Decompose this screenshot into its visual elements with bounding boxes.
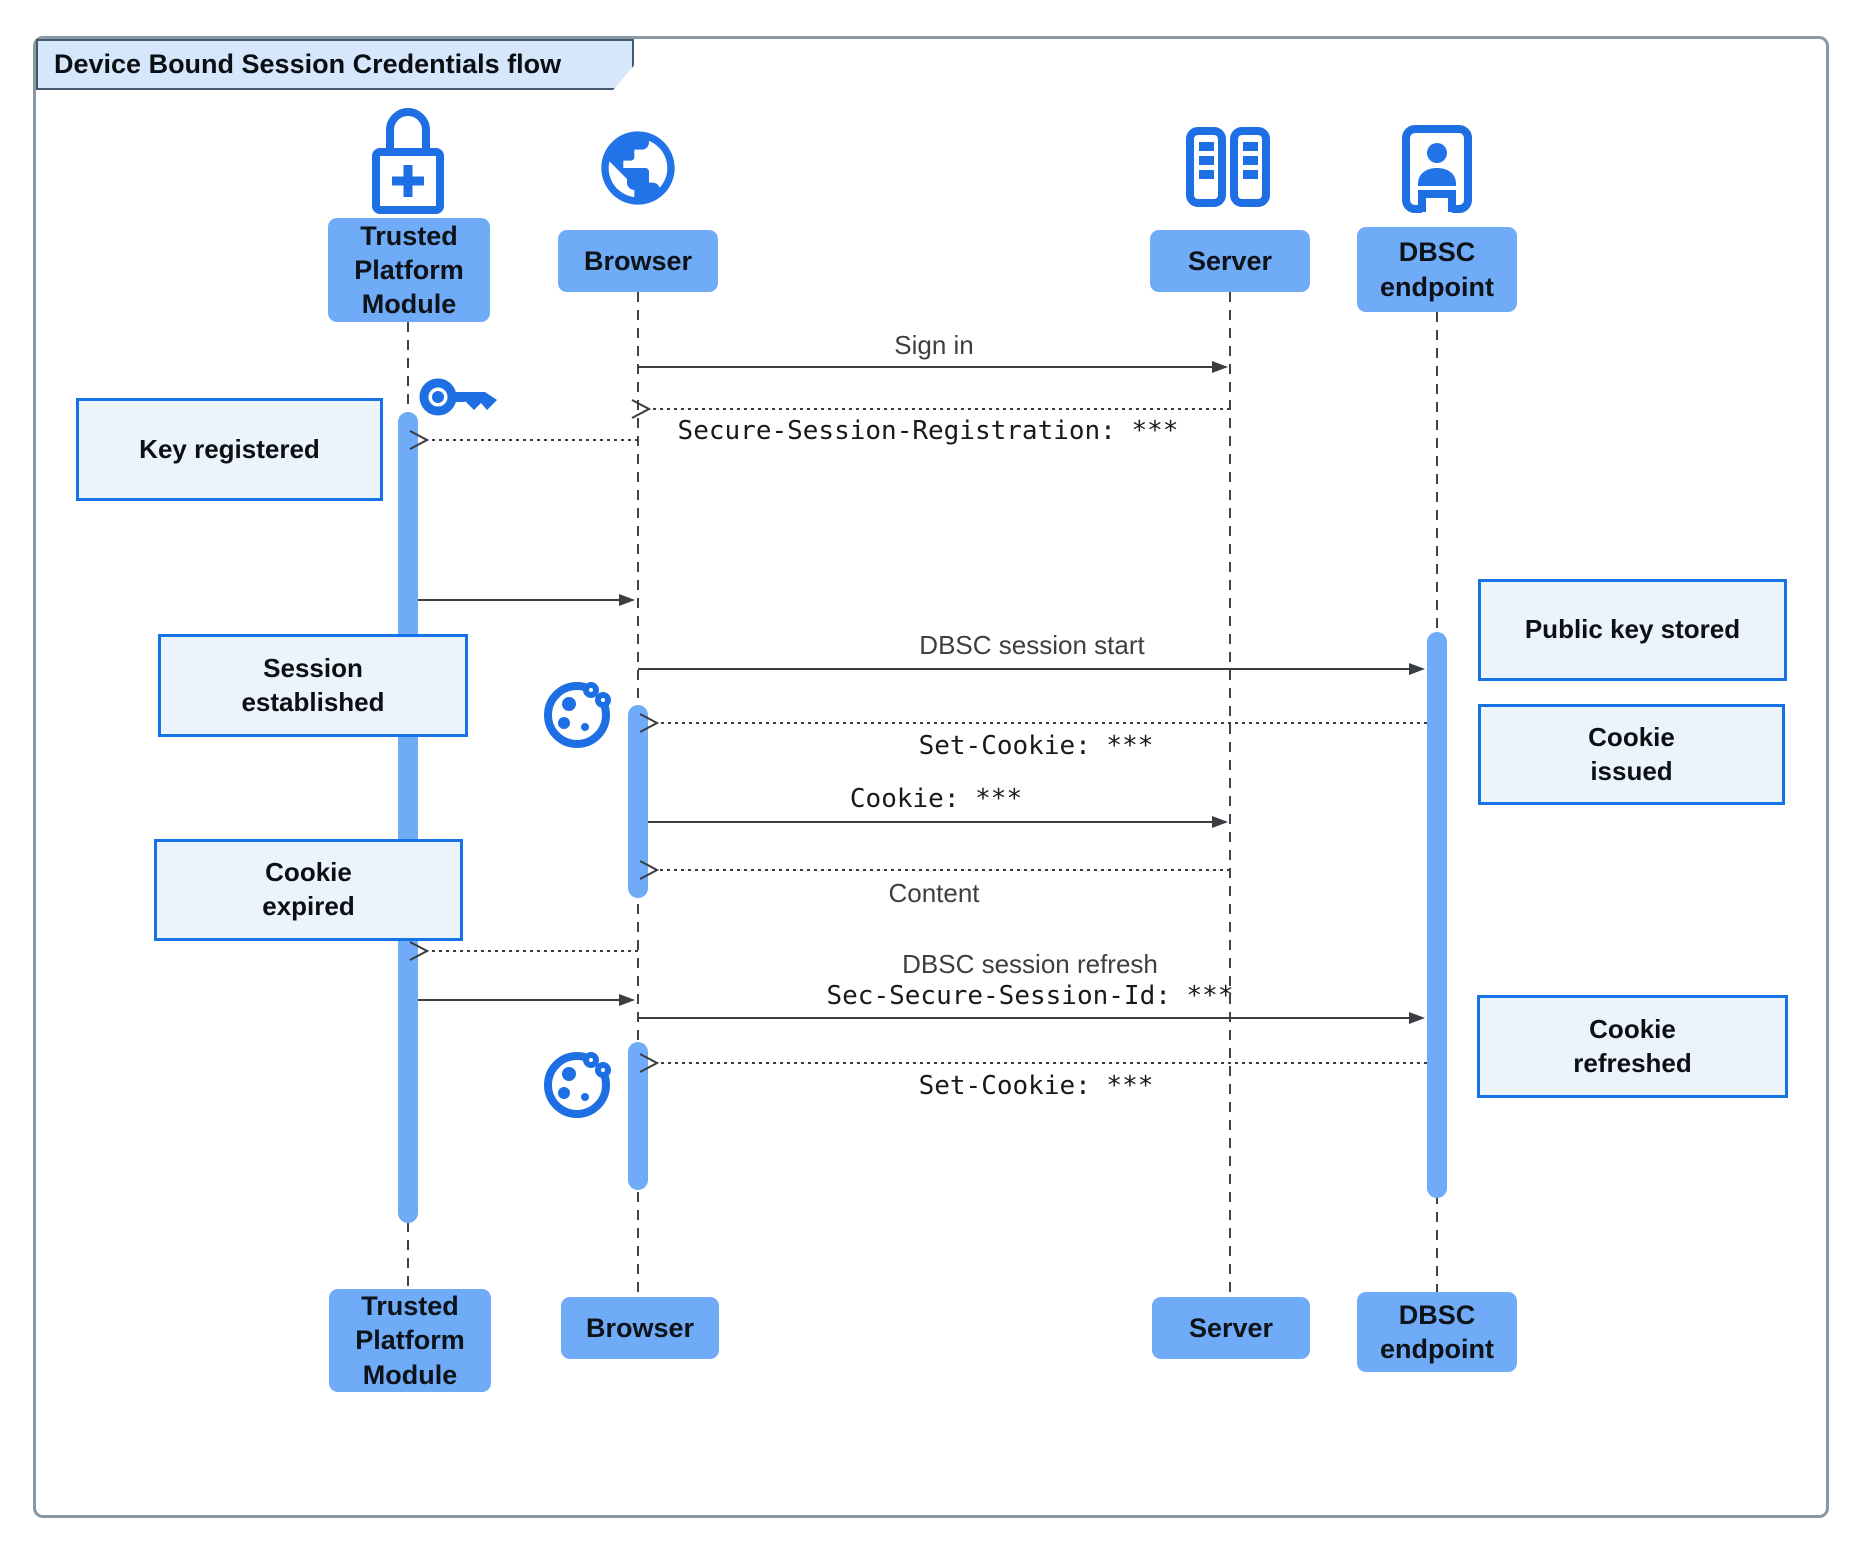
label-cookie: Cookie: *** xyxy=(849,784,1023,814)
server-racks-icon xyxy=(1183,126,1273,213)
diagram-frame xyxy=(33,36,1829,1518)
label-sign-in: Sign in xyxy=(894,330,974,360)
participant-server-bottom: Server xyxy=(1152,1297,1310,1359)
participant-dbsc-top: DBSC endpoint xyxy=(1357,227,1517,312)
arrows xyxy=(418,361,1427,1063)
globe-icon xyxy=(594,124,682,217)
note-cookie-issued: Cookie issued xyxy=(1478,704,1785,805)
key-icon xyxy=(419,370,505,429)
activation-browser-2 xyxy=(628,1042,648,1190)
participant-dbsc-bottom: DBSC endpoint xyxy=(1357,1292,1517,1372)
participant-browser-bottom: Browser xyxy=(561,1297,719,1359)
label-content: Content xyxy=(888,878,980,908)
label-dbsc-session-refresh: DBSC session refresh xyxy=(902,949,1158,979)
label-set-cookie-1: Set-Cookie: *** xyxy=(918,731,1154,761)
lock-plus-icon xyxy=(371,103,445,220)
participant-tpm-bottom: Trusted Platform Module xyxy=(329,1289,491,1392)
activation-dbsc xyxy=(1427,632,1447,1198)
note-cookie-refreshed: Cookie refreshed xyxy=(1477,995,1788,1098)
activation-tpm xyxy=(398,412,418,1223)
title-tab: Device Bound Session Credentials flow xyxy=(36,39,634,90)
note-key-registered: Key registered xyxy=(76,398,383,501)
cookie-icon xyxy=(540,1045,614,1125)
note-cookie-expired: Cookie expired xyxy=(154,839,463,941)
label-sec-secure-session-id: Sec-Secure-Session-Id: *** xyxy=(826,981,1234,1011)
label-secure-session-registration: Secure-Session-Registration: *** xyxy=(677,416,1179,446)
note-public-key-stored: Public key stored xyxy=(1478,579,1787,681)
cookie-icon xyxy=(540,675,614,755)
participant-tpm-top: Trusted Platform Module xyxy=(328,218,490,322)
participant-server-top: Server xyxy=(1150,230,1310,292)
label-set-cookie-2: Set-Cookie: *** xyxy=(918,1071,1154,1101)
page-title: Device Bound Session Credentials flow xyxy=(54,49,562,79)
activation-bars xyxy=(398,412,1447,1223)
doorway-person-icon xyxy=(1401,124,1473,219)
participant-browser-top: Browser xyxy=(558,230,718,292)
label-dbsc-session-start: DBSC session start xyxy=(919,630,1145,660)
note-session-established: Session established xyxy=(158,634,468,737)
activation-browser-1 xyxy=(628,705,648,898)
